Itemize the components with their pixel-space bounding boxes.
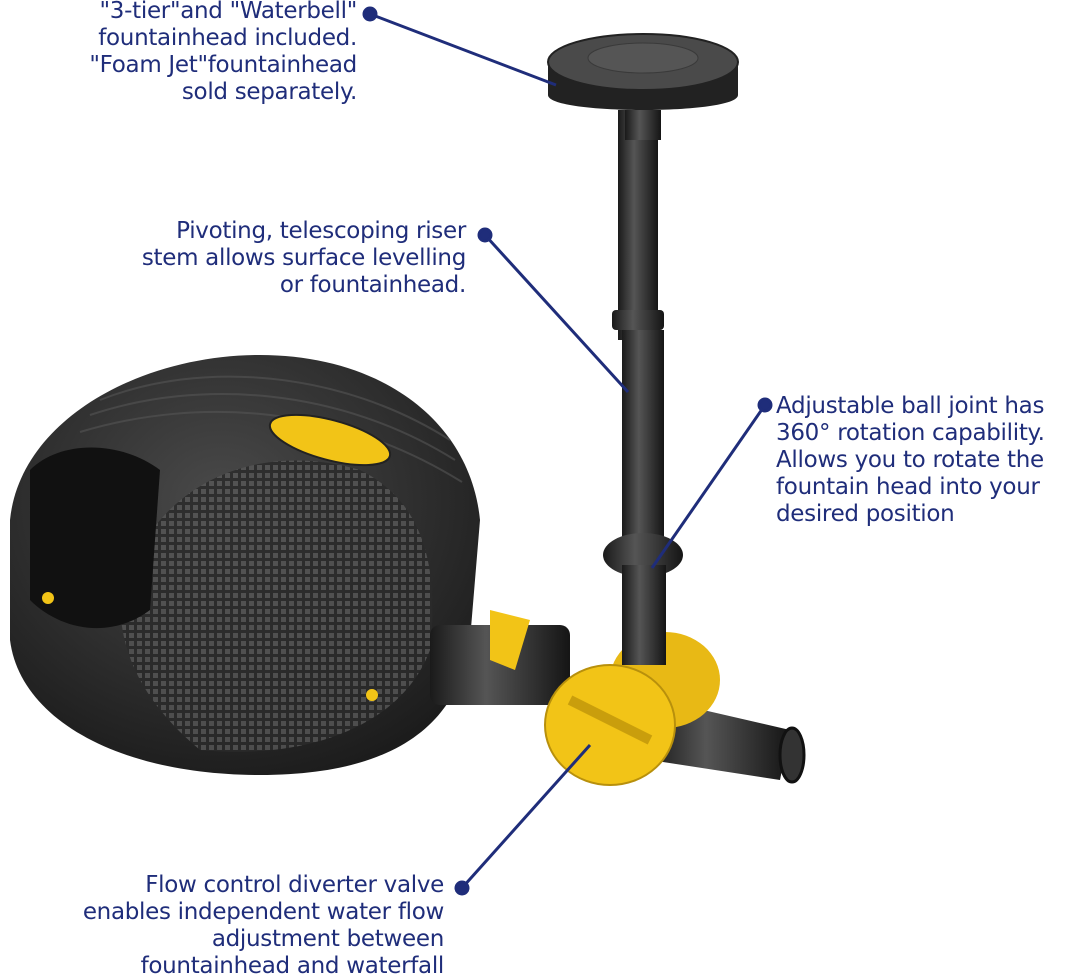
callout-line: Pivoting, telescoping riser (176, 218, 466, 244)
callout-line: enables independent water flow (82, 899, 444, 925)
leader-lines (362, 6, 773, 896)
callout-diverter: Flow control diverter valve enables inde… (83, 872, 444, 979)
callout-line: desired position (776, 501, 955, 527)
logo-badge (268, 413, 392, 467)
callout-line: "3-tier"and "Waterbell" (99, 0, 358, 24)
callout-line: Adjustable ball joint has (776, 393, 1045, 419)
callout-line: fountainhead included. (98, 25, 357, 51)
callout-line: Flow control diverter valve (145, 872, 444, 898)
callout-line: or fountainhead. (279, 272, 466, 298)
fountainhead (547, 33, 739, 140)
callout-line: stem allows surface levelling (141, 245, 466, 271)
callout-ball-joint: Adjustable ball joint has 360° rotation … (776, 393, 1045, 528)
callout-line: sold separately. (181, 79, 357, 105)
riser-stem (603, 110, 683, 665)
callout-riser: Pivoting, telescoping riser stem allows … (142, 218, 466, 299)
callout-fountainhead: "3-tier"and "Waterbell" fountainhead inc… (89, 0, 357, 106)
callout-line: 360° rotation capability. (776, 420, 1045, 446)
callout-line: "Foam Jet"fountainhead (89, 52, 357, 78)
callout-line: fountain head into your (776, 474, 1040, 500)
callout-line: fountainhead and waterfall (140, 953, 445, 979)
callout-line: Allows you to rotate the (776, 447, 1044, 473)
pump-body (10, 355, 480, 775)
outlet-pipe (430, 610, 806, 784)
callout-line: adjustment between (211, 926, 444, 952)
